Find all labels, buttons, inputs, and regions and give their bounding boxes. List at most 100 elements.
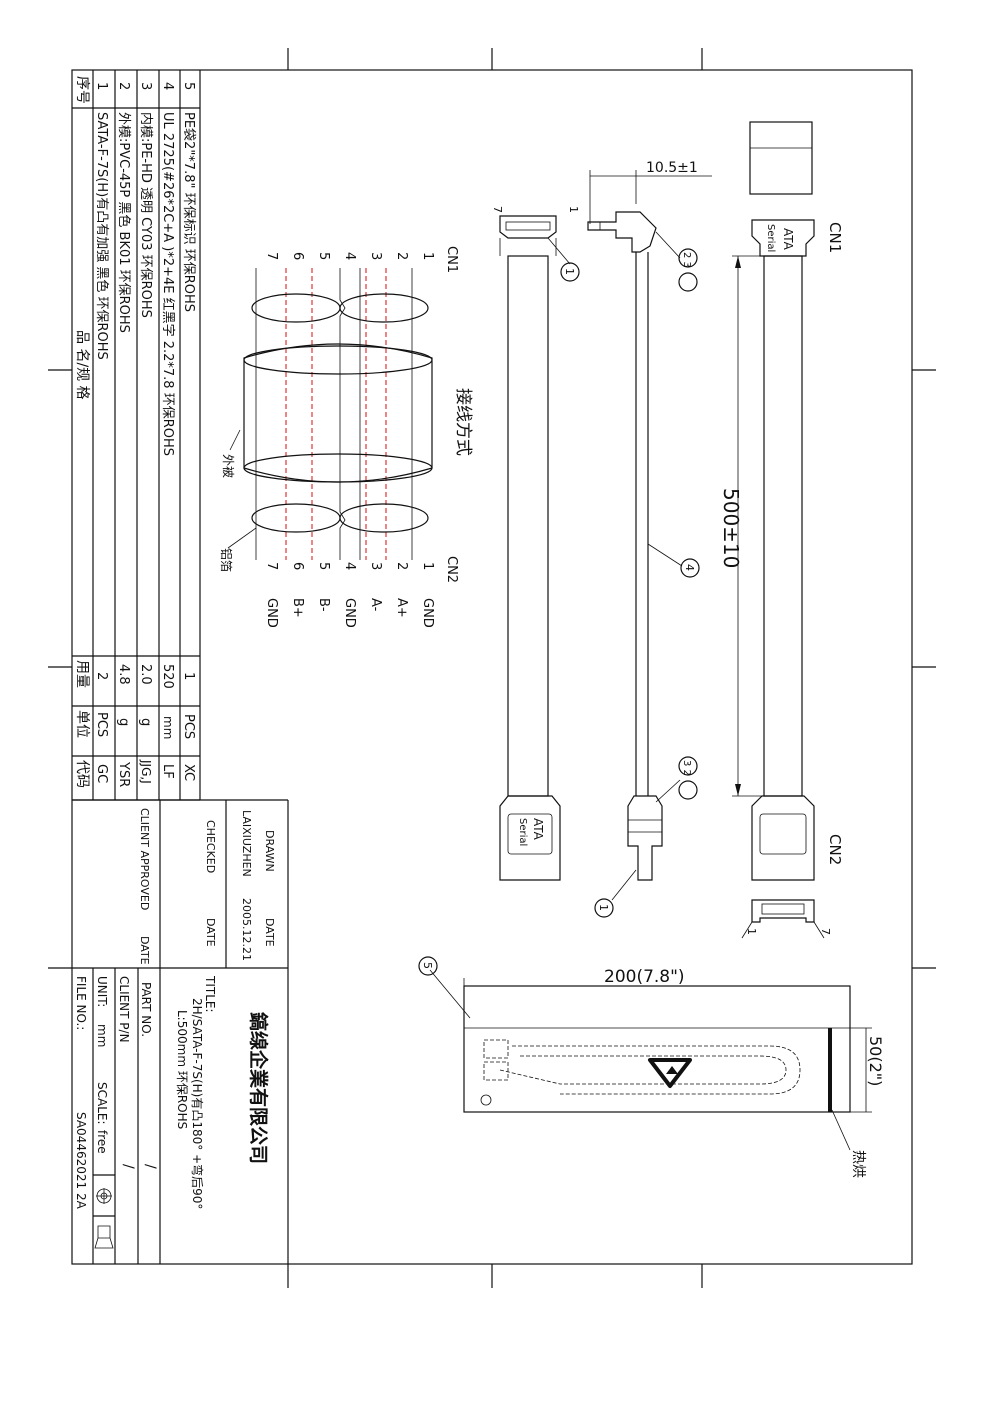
bom-row: 1 SATA-F-7S(H)有凸有加强 黑色 环保ROHS 2 PCS GC [94, 82, 110, 783]
balloon-2-3: 2 3 [681, 252, 692, 268]
title-line2: L:500mm 环保ROHS [175, 1010, 189, 1129]
title-line1: 2H/SATA-F-7S(H)有凸180° +弯后90° [190, 998, 205, 1209]
zone-ticks [48, 48, 936, 1288]
svg-text:YSR: YSR [116, 761, 131, 787]
wiring-title: 接线方式 [453, 388, 473, 456]
file-no-value: SA04462021 2A [74, 1112, 88, 1210]
svg-text:4: 4 [342, 562, 357, 570]
pin-1-end: 1 [745, 928, 758, 935]
balloon-4: 4 [683, 564, 696, 571]
svg-text:B+: B+ [290, 598, 305, 618]
bom-row: 4 UL 2725(#26*2C+A )*2+4E 红黑字 2.2*7.8 环保… [160, 82, 176, 779]
svg-text:7: 7 [264, 252, 279, 260]
projection-symbol-icon [94, 1188, 114, 1249]
svg-text:LF: LF [160, 764, 175, 779]
cn2-top-label: CN2 [826, 834, 844, 865]
svg-text:GND: GND [342, 598, 357, 628]
svg-text:1: 1 [94, 82, 109, 90]
pin-7-end: 7 [819, 928, 832, 935]
wiring-diagram: CN1 CN2 接线方式 1 2 3 4 5 6 7 1 2 3 4 5 6 7… [219, 246, 473, 628]
bom-header-no: 序号 [74, 76, 90, 104]
pin-1-label: 1 [567, 206, 580, 213]
svg-text:6: 6 [290, 562, 305, 570]
bom-row: 5 PE袋2"*7.8" 环保标识 环保ROHS 1 PCS XC [181, 82, 196, 781]
part-no-label: PART NO. [139, 982, 153, 1037]
ata-label: ATA [531, 818, 545, 841]
svg-text:520: 520 [160, 664, 175, 689]
cable-jacket [243, 293, 433, 533]
part-no-value: / [142, 1164, 158, 1169]
title-block: DRAWN DATE LAIXIUZHEN 2005.12.21 CHECKED… [72, 799, 289, 1264]
svg-text:PCS: PCS [181, 714, 196, 739]
company-name: 鎬缐企業有限公司 [247, 1012, 270, 1164]
svg-text:g: g [138, 718, 153, 726]
svg-text:UL 2725(#26*2C+A )*2+4E 红黑字 2.: UL 2725(#26*2C+A )*2+4E 红黑字 2.2*7.8 环保RO… [160, 112, 176, 456]
svg-text:3: 3 [368, 252, 383, 260]
svg-text:2.0: 2.0 [138, 664, 153, 685]
svg-text:4.8: 4.8 [116, 664, 131, 685]
client-pn-label: CLIENT P/N [117, 976, 131, 1043]
bom-table: 序号 品 名/规 格 用量 单位 代码 5 PE袋2"*7.8" 环保标识 环保… [72, 70, 201, 801]
balloon-1-bottom: 1 [597, 904, 610, 911]
date-label: DATE [204, 918, 217, 947]
svg-text:5: 5 [181, 82, 196, 90]
serial-label: Serial [765, 224, 776, 252]
offset-dimension: 10.5±1 [646, 160, 698, 176]
svg-text:4: 4 [160, 82, 175, 90]
pin-numbers-cn1: 1 2 3 4 5 6 7 [264, 252, 435, 260]
svg-text:3: 3 [138, 82, 153, 90]
svg-text:mm: mm [161, 716, 175, 739]
cable-top-view: Serial ATA CN1 CN2 1 7 500±10 [719, 121, 844, 939]
ata-label: ATA [781, 228, 795, 251]
length-dimension: 500±10 [719, 488, 743, 568]
drawn-by: LAIXIUZHEN [240, 810, 253, 877]
svg-text:2: 2 [394, 252, 409, 260]
svg-text:1: 1 [420, 562, 435, 570]
file-no-label: FILE NO.: [74, 976, 88, 1030]
svg-text:3: 3 [368, 562, 383, 570]
outer-jacket-label: 外被 [221, 454, 235, 478]
foil-label: 铝箔 [219, 548, 234, 572]
svg-text:PE袋2"*7.8" 环保标识 环保ROHS: PE袋2"*7.8" 环保标识 环保ROHS [181, 112, 196, 312]
svg-text:1: 1 [420, 252, 435, 260]
packaging-bag: 200(7.8") 50(2") 热烘 5 [418, 956, 885, 1178]
scale-label: SCALE: [95, 1082, 109, 1125]
balloon-5: 5 [421, 962, 434, 969]
drawn-date: 2005.12.21 [240, 898, 253, 961]
balloon-3-2: 3 2 [681, 760, 692, 776]
svg-text:6: 6 [290, 252, 305, 260]
balloon-1: 1 [563, 268, 576, 275]
svg-text:2: 2 [116, 82, 131, 90]
svg-text:GND: GND [420, 598, 435, 628]
svg-text:外模:PVC-45P 黑色 BK01 环保ROHS: 外模:PVC-45P 黑色 BK01 环保ROHS [116, 112, 132, 333]
unit-label: UNIT: [95, 976, 109, 1007]
signal-names: GND A+ A- GND B- B+ GND [264, 598, 435, 628]
svg-text:PCS: PCS [94, 712, 109, 737]
date-label: DATE [138, 936, 151, 965]
svg-text:A+: A+ [394, 598, 409, 618]
svg-text:2: 2 [94, 672, 109, 680]
svg-text:4: 4 [342, 252, 357, 260]
client-approved-label: CLIENT APPROVED [138, 808, 151, 910]
client-pn-value: / [120, 1164, 136, 1169]
drawn-label: DRAWN [263, 830, 276, 872]
svg-text:7: 7 [264, 562, 279, 570]
cn1-top-label: CN1 [826, 222, 844, 253]
bom-header-name: 品 名/规 格 [74, 330, 90, 400]
svg-text:SATA-F-7S(H)有凸有加强 黑色 环保ROHS: SATA-F-7S(H)有凸有加强 黑色 环保ROHS [94, 112, 110, 360]
svg-text:XC: XC [181, 764, 196, 781]
svg-text:2: 2 [394, 562, 409, 570]
svg-text:5: 5 [316, 252, 331, 260]
pin-7-label: 7 [491, 206, 504, 213]
bag-length-dimension: 200(7.8") [604, 967, 685, 987]
cn1-label: CN1 [444, 246, 459, 273]
bom-header-unit: 单位 [74, 710, 90, 738]
bom-header-qty: 用量 [74, 660, 90, 688]
cable-profile-view: 10.5±1 2 3 4 3 2 1 [587, 160, 712, 918]
recycle-icon [648, 1058, 692, 1088]
svg-text:GC: GC [94, 764, 109, 783]
bag-width-dimension: 50(2") [866, 1036, 885, 1086]
serial-label: Serial [517, 818, 528, 846]
svg-text:内模:PE-HD 透明 CY03 环保ROHS: 内模:PE-HD 透明 CY03 环保ROHS [138, 112, 154, 318]
